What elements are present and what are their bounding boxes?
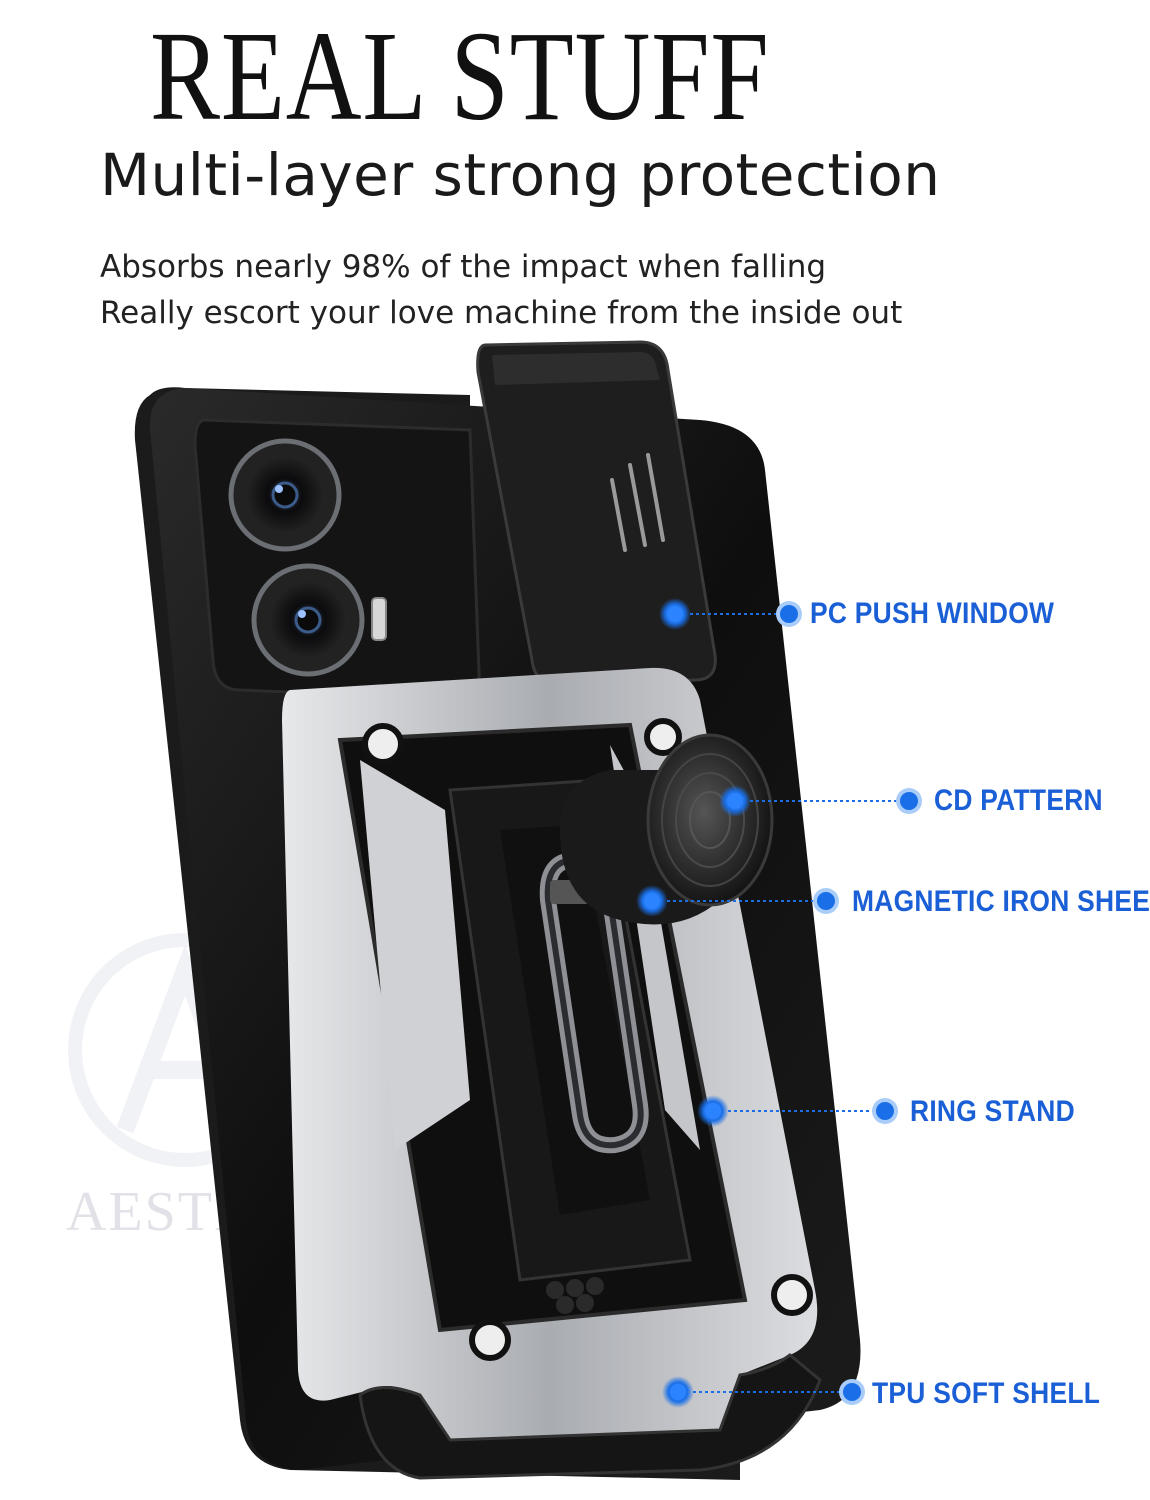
- cd-pattern-disc: [560, 733, 774, 925]
- camera-lens-1: [228, 438, 342, 552]
- callout-ring-stand: RING STAND: [910, 1095, 1075, 1128]
- phone-case-illustration: [134, 340, 922, 1481]
- push-window-slider: [476, 340, 717, 687]
- camera-lens-2: [251, 563, 365, 677]
- callout-cd-pattern: CD PATTERN: [934, 784, 1103, 817]
- flash-icon: [371, 597, 387, 641]
- callout-tpu-soft-shell: TPU SOFT SHELL: [872, 1377, 1101, 1410]
- subheadline: Multi-layer strong protection: [100, 141, 941, 209]
- description-line-1: Absorbs nearly 98% of the impact when fa…: [100, 249, 827, 285]
- callout-pc-push-window: PC PUSH WINDOW: [810, 597, 1055, 630]
- description-line-2: Really escort your love machine from the…: [100, 295, 903, 331]
- callout-markers: [636, 598, 922, 1408]
- headline: REAL STUFF: [150, 5, 770, 147]
- callout-magnetic-iron-sheet: MAGNETIC IRON SHEET: [852, 885, 1150, 918]
